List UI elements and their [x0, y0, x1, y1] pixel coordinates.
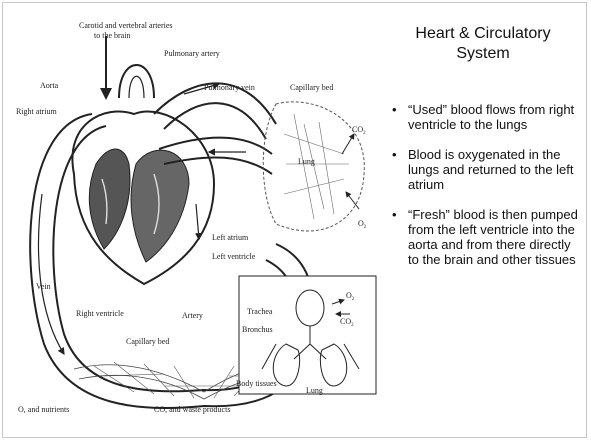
lung-capillary-bed	[263, 102, 364, 231]
label-trachea: Trachea	[247, 307, 273, 316]
label-bronchus: Bronchus	[242, 325, 273, 334]
bullet-item: “Used” blood flows from right ventricle …	[392, 102, 584, 132]
label-vein: Vein	[36, 282, 51, 291]
label-inset-lung: Lung	[306, 386, 323, 395]
label-left-atrium: Left atrium	[212, 233, 249, 242]
label-pulmonary-vein: Pulmonary vein	[204, 83, 255, 92]
label-artery: Artery	[182, 311, 203, 320]
slide-title: Heart & Circulatory System	[388, 24, 578, 64]
label-body-tissues: Body tissues	[236, 379, 277, 388]
respiratory-inset	[239, 276, 376, 394]
bullet-list: “Used” blood flows from right ventricle …	[392, 102, 584, 282]
label-capillary-bed-body: Capillary bed	[126, 337, 169, 346]
aorta-arch	[119, 65, 154, 98]
label-co2-waste: CO, and waste products	[154, 405, 230, 414]
label-o2-lung: O2	[358, 219, 367, 230]
label-to-brain: to the brain	[94, 31, 130, 40]
label-right-atrium: Right atrium	[16, 107, 57, 116]
label-o2-nutrients: O, and nutrients	[18, 405, 69, 414]
bullet-item: Blood is oxygenated in the lungs and ret…	[392, 147, 584, 192]
label-right-ventricle: Right ventricle	[76, 309, 124, 318]
label-aorta: Aorta	[40, 81, 59, 90]
vein-flow-arrow	[38, 194, 64, 354]
label-lung: Lung	[298, 157, 315, 166]
label-carotid: Carotid and vertebral arteries	[79, 21, 173, 30]
circulatory-diagram-drawing: Carotid and vertebral arteries to the br…	[14, 14, 379, 414]
label-left-ventricle: Left ventricle	[212, 252, 256, 261]
label-capillary-bed-lung: Capillary bed	[290, 83, 333, 92]
label-pulmonary-artery: Pulmonary artery	[164, 49, 220, 58]
bullet-item: “Fresh” blood is then pumped from the le…	[392, 207, 584, 267]
heart-outline	[72, 111, 214, 284]
circulatory-diagram: Carotid and vertebral arteries to the br…	[14, 14, 379, 414]
